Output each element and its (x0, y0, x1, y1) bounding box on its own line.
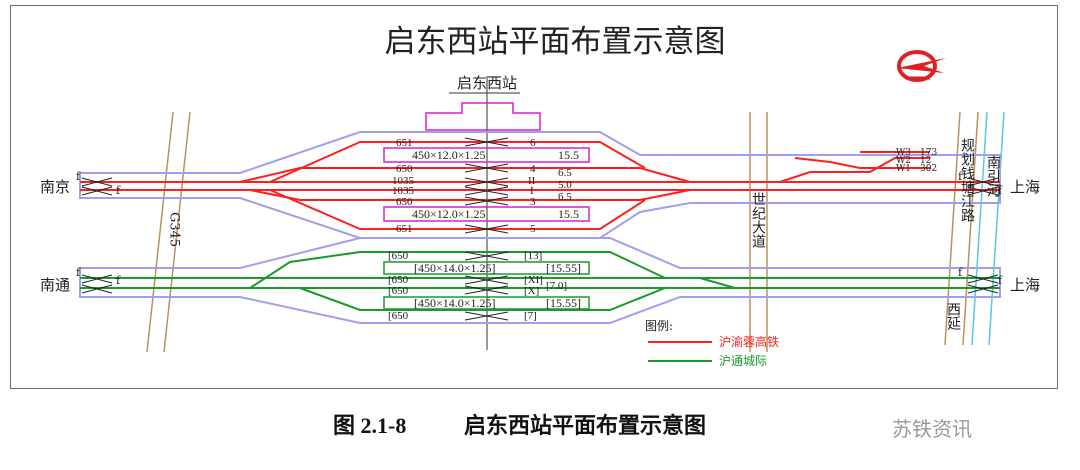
hsr-platform-top (383, 147, 590, 163)
hsr-right-label: II (528, 175, 536, 187)
watermark: 苏铁资讯 (892, 417, 972, 441)
hsr-left-label: 651 (396, 137, 413, 149)
qiantangjiang-road (944, 111, 979, 346)
hsr-siding-6 (269, 141, 646, 183)
intercity-left-label: [650 (388, 274, 409, 286)
end-mark: f (116, 274, 121, 287)
hsr-platform-top-label: 450×12.0×1.25 (412, 148, 486, 162)
hsr-right-label: 5 (530, 223, 536, 235)
intercity-right-label: [X] (524, 285, 539, 297)
end-mark: f (116, 184, 121, 197)
intercity-platform-top-label: [450×14.0×1.25] (414, 261, 496, 275)
hsr-left-label: 1035 (392, 185, 415, 197)
end-mark: f (998, 274, 1003, 287)
end-mark: f (958, 266, 963, 279)
label-nantong: 南通 (40, 277, 70, 294)
end-mark: f (958, 170, 963, 183)
intercity-right-label: [XI] (524, 274, 543, 286)
hsr-siding-5 (269, 189, 646, 230)
hsr-left-label: 1035 (392, 175, 415, 187)
hsr-siding-4 (239, 167, 691, 183)
intercity-platform-bottom (383, 296, 590, 310)
hsr-right-label: 6 (530, 137, 536, 149)
figure-title: 启东西站平面布置示意图 (464, 413, 707, 438)
label-nanyin-river: 南引河 (985, 155, 1001, 197)
nanyin-river (971, 111, 1005, 346)
figure-number: 图 2.1-8 (333, 413, 407, 438)
legend-hsr-label: 沪渝蓉高铁 (719, 334, 779, 349)
hsr-right-label: I (530, 185, 534, 197)
intercity-tracks (80, 251, 1000, 311)
siding-label: W2 (896, 156, 911, 166)
g345-road (146, 111, 191, 353)
label-shanghai-bottom: 上海 (1010, 277, 1040, 294)
label-planned-road: 规划钱塘江路 (959, 138, 975, 222)
siding-value: 12 (920, 156, 931, 166)
intercity-platform-top (383, 261, 590, 275)
hsr-platform-bottom (383, 206, 590, 222)
label-shanghai-top: 上海 (1010, 179, 1040, 196)
intercity-siding-13 (249, 251, 666, 289)
hsr-right-label: 3 (530, 196, 536, 208)
label-xiyan: 西延 (945, 302, 961, 330)
railway-logo (897, 50, 946, 82)
hsr-platform-top-length: 15.5 (558, 148, 579, 162)
intercity-platform-bottom-label: [450×14.0×1.25] (414, 296, 496, 310)
legend-title: 图例: (645, 319, 673, 333)
intercity-length-label: [7.0] (546, 280, 567, 292)
hsr-length-label: 6.5 (558, 167, 572, 179)
hsr-left-label: 650 (396, 163, 413, 175)
intercity-left-label: [650 (388, 250, 409, 262)
station-building (425, 102, 541, 131)
hsr-platform-bottom-label: 450×12.0×1.25 (412, 207, 486, 221)
hsr-boundary (79, 131, 1001, 239)
siding-value: 173 (920, 148, 937, 158)
siding-label: W1 (896, 164, 911, 174)
intercity-left-label: [650 (388, 310, 409, 322)
intercity-right-label: [7] (524, 310, 537, 322)
hsr-left-label: 650 (396, 196, 413, 208)
intercity-platform-bottom-length: [15.55] (546, 296, 581, 310)
shiji-avenue-road (749, 112, 768, 352)
hsr-siding-3 (249, 189, 691, 201)
label-g345: G345 (167, 212, 182, 247)
siding-value: 302 (920, 164, 937, 174)
hsr-right-label: 4 (530, 163, 536, 175)
intercity-platform-top-length: [15.55] (546, 261, 581, 275)
hsr-left-label: 651 (396, 223, 413, 235)
switch-marks (81, 137, 999, 321)
hsr-tracks (80, 141, 1000, 230)
label-nanjing: 南京 (40, 179, 70, 196)
diagram-title: 启东西站平面布置示意图 (385, 24, 726, 60)
intercity-boundary (79, 237, 1001, 324)
intercity-siding-7 (299, 287, 666, 311)
end-mark: f (998, 184, 1003, 197)
hsr-platform-bottom-length: 15.5 (558, 207, 579, 221)
hsr-length-label: 5.0 (558, 179, 572, 191)
end-mark: f (76, 170, 81, 183)
end-mark: f (76, 266, 81, 279)
intercity-left-label: [650 (388, 285, 409, 297)
legend: 图例: 沪渝蓉高铁 沪通城际 (645, 319, 779, 368)
label-shiji-avenue: 世纪大道 (750, 192, 766, 249)
siding-label: W3 (896, 148, 911, 158)
legend-intercity-label: 沪通城际 (719, 354, 767, 368)
intercity-right-label: [13] (524, 250, 542, 262)
hsr-length-label: 6.5 (558, 191, 572, 203)
